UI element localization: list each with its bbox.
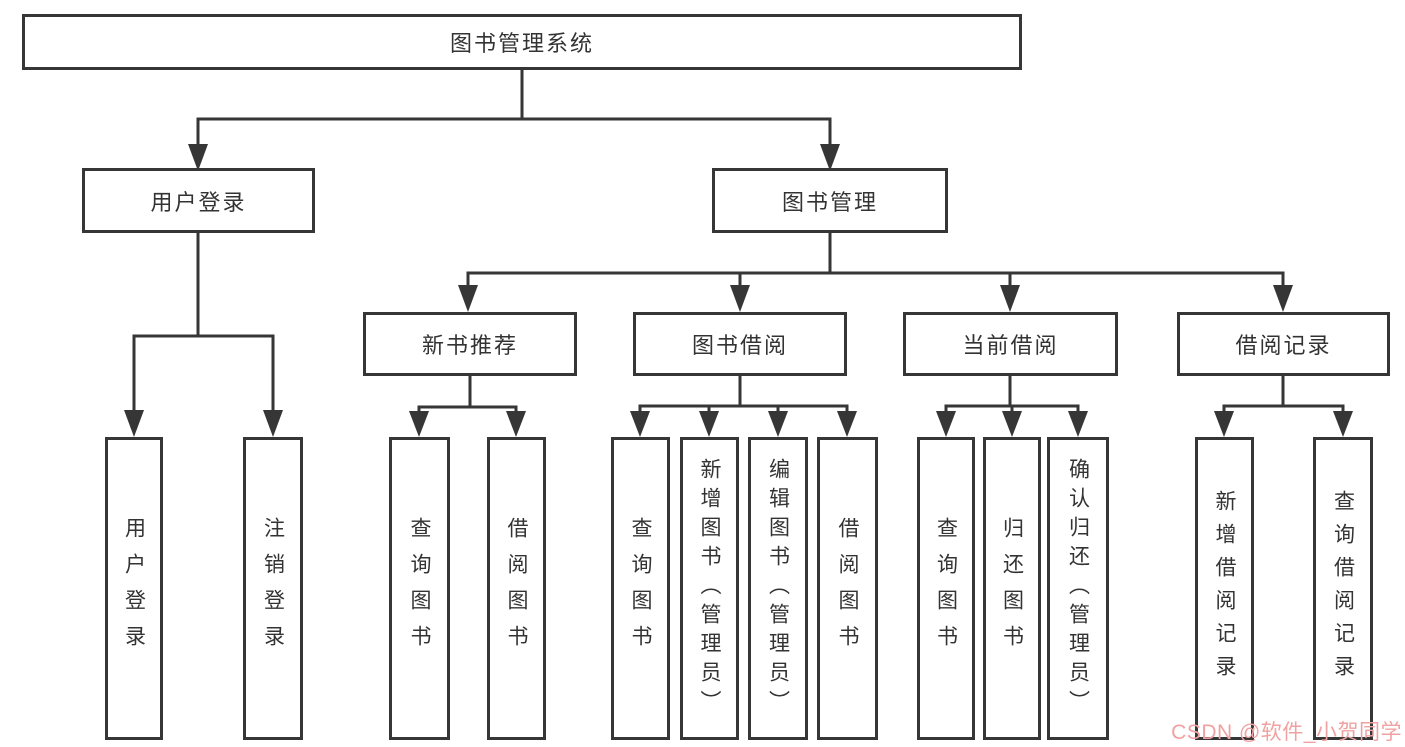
node-label: 借阅图书 (505, 516, 528, 661)
node-book-management: 图书管理 (712, 168, 948, 233)
leaf-borrowing-add-books-admin: 新增图书（管理员） (680, 437, 739, 740)
node-label: 图书管理 (781, 189, 878, 215)
node-root-library-system: 图书管理系统 (22, 14, 1022, 70)
node-current-borrowing: 当前借阅 (903, 312, 1118, 376)
csdn-watermark: CSDN @软件_小贺同学 (1171, 721, 1402, 744)
node-label: 注销登录 (261, 516, 285, 661)
leaf-record-add-borrow-record: 新增借阅记录 (1195, 437, 1254, 740)
node-label: 归还图书 (1000, 516, 1024, 661)
leaf-record-query-borrow-record: 查询借阅记录 (1313, 437, 1373, 740)
node-label: 编辑图书（管理员） (766, 458, 790, 719)
leaf-current-return-books: 归还图书 (983, 437, 1041, 740)
node-label: 查询图书 (629, 516, 652, 661)
node-label: 借阅图书 (836, 516, 859, 661)
node-label: 借阅记录 (1235, 333, 1332, 358)
leaf-newbook-borrow-books: 借阅图书 (487, 437, 546, 740)
node-label: 图书管理系统 (449, 31, 594, 56)
node-borrow-records: 借阅记录 (1177, 312, 1390, 376)
leaf-current-query-books: 查询图书 (917, 437, 975, 740)
leaf-logout: 注销登录 (243, 437, 303, 740)
node-label: 新增借阅记录 (1213, 489, 1236, 688)
leaf-borrowing-borrow-books: 借阅图书 (817, 437, 878, 740)
leaf-current-confirm-return-admin: 确认归还（管理员） (1047, 437, 1109, 740)
node-book-borrowing: 图书借阅 (633, 312, 847, 376)
node-label: 新增图书（管理员） (698, 458, 721, 719)
node-new-book-recommend: 新书推荐 (363, 312, 577, 376)
node-label: 确认归还（管理员） (1066, 458, 1090, 719)
node-label: 查询借阅记录 (1331, 489, 1355, 688)
node-label: 查询图书 (408, 516, 431, 661)
leaf-newbook-query-books: 查询图书 (389, 437, 450, 740)
leaf-borrowing-query-books: 查询图书 (611, 437, 670, 740)
leaf-user-login: 用户登录 (105, 437, 163, 740)
node-label: 用户登录 (150, 189, 247, 215)
node-label: 查询图书 (934, 516, 958, 661)
node-label: 图书借阅 (691, 333, 788, 358)
leaf-borrowing-edit-books-admin: 编辑图书（管理员） (748, 437, 808, 740)
node-label: 当前借阅 (962, 333, 1059, 358)
node-label: 用户登录 (122, 516, 146, 661)
node-user-login: 用户登录 (82, 168, 315, 233)
node-label: 新书推荐 (421, 333, 518, 358)
